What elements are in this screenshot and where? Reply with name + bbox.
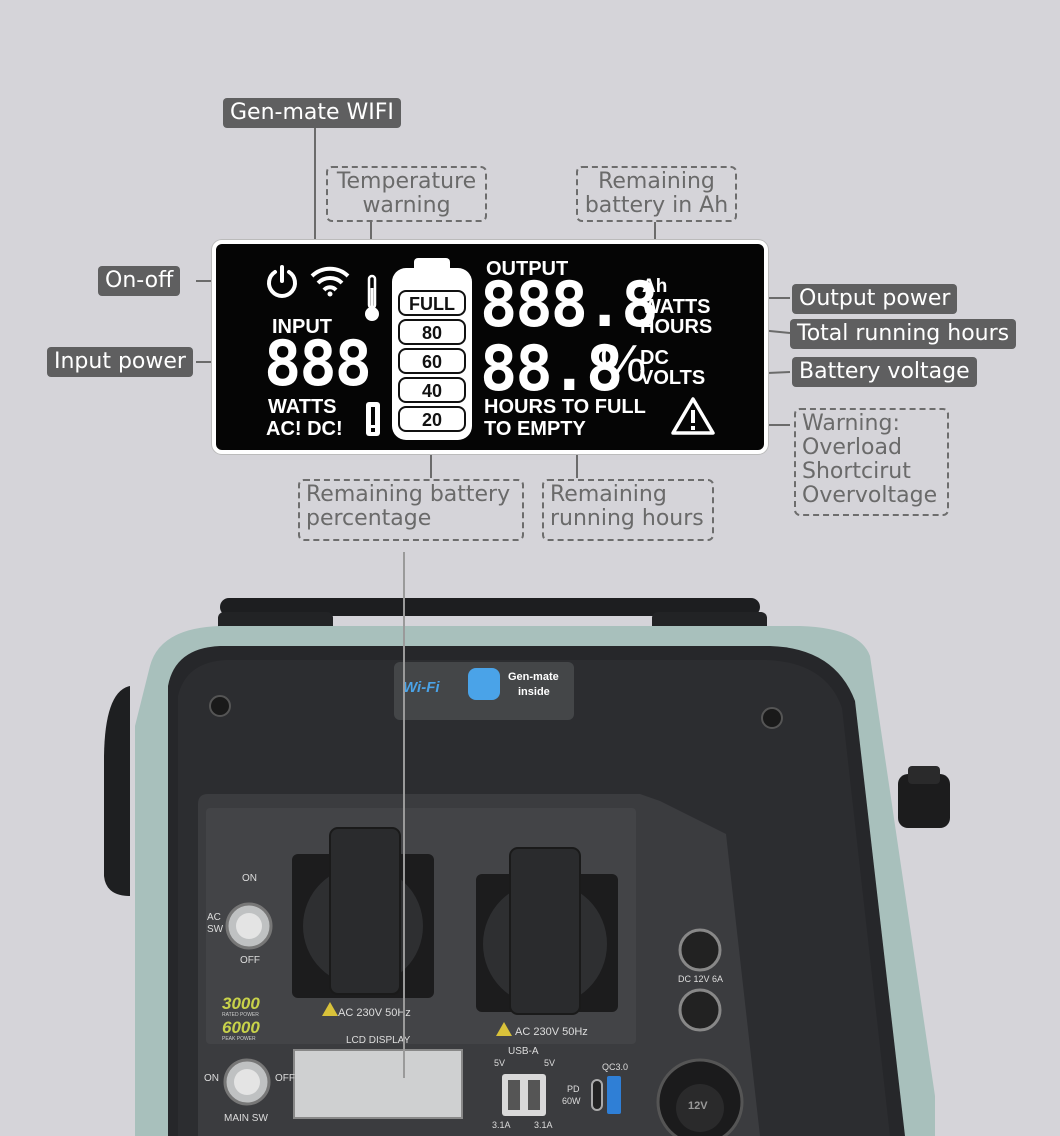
pd-label-2: 60W xyxy=(562,1096,581,1106)
label-warning: Warning: Overload Shortcirut Overvoltage xyxy=(794,408,949,516)
peak-power-label: PEAK POWER xyxy=(222,1036,256,1042)
label-line: Remaining xyxy=(550,482,667,507)
label-remaining-ah: Remaining battery in Ah xyxy=(576,166,737,222)
lcd-dc: DC xyxy=(640,347,669,369)
lcd-watts-left: WATTS xyxy=(268,396,337,418)
ac-outlet-2[interactable] xyxy=(476,874,618,1012)
battery-cell: 60 xyxy=(398,348,466,374)
label-line: Warning: xyxy=(802,411,900,436)
callout-onoff: On-off xyxy=(98,266,181,296)
label-line: Overload xyxy=(802,435,902,460)
peak-power-value: 6000 xyxy=(222,1018,260,1037)
lcd-output-digits: 888.8 xyxy=(480,268,659,341)
main-on-label: ON xyxy=(204,1073,219,1084)
lcd-input-digits: 888 xyxy=(264,327,372,400)
main-switch[interactable] xyxy=(225,1060,269,1104)
rated-power-label: RATED POWER xyxy=(222,1012,259,1018)
label-line: battery in Ah xyxy=(584,193,729,218)
usb-5v-left: 5V xyxy=(494,1058,506,1068)
genmate-badge-line2: inside xyxy=(518,686,550,698)
usba-label: USB-A xyxy=(508,1046,539,1057)
lcd-percent-sign: % xyxy=(600,335,647,393)
label-line: percentage xyxy=(306,506,432,531)
label-line: Temperature xyxy=(336,169,477,194)
lcd-display-label: LCD DISPLAY xyxy=(346,1035,411,1046)
rated-power-value: 3000 xyxy=(222,994,260,1013)
battery-gauge: FULL 80 60 40 20 xyxy=(392,258,472,444)
qc-label: QC3.0 xyxy=(602,1062,629,1072)
dc-port-1[interactable] xyxy=(680,930,720,970)
wifi-badge-text: Wi-Fi xyxy=(403,679,440,696)
label-line: Remaining battery xyxy=(306,482,511,507)
usb-5v-right: 5V xyxy=(544,1058,556,1068)
warning-icon xyxy=(671,397,715,435)
ac-sw-label-2: SW xyxy=(207,924,224,935)
socket-2-label: AC 230V 50Hz xyxy=(515,1026,588,1038)
qc-port[interactable] xyxy=(607,1076,621,1114)
lcd-ac-dc: AC! DC! xyxy=(266,418,343,440)
battery-cell: 40 xyxy=(398,377,466,403)
main-off-label: OFF xyxy=(275,1073,295,1084)
usb-c-port[interactable] xyxy=(592,1080,602,1110)
usb-31-left: 3.1A xyxy=(492,1120,511,1130)
battery-cell: 20 xyxy=(398,406,466,432)
label-line: running hours xyxy=(550,506,704,531)
usb-31-right: 3.1A xyxy=(534,1120,553,1130)
lcd-hours: HOURS xyxy=(640,316,713,338)
callout-wifi: Gen-mate WIFI xyxy=(223,98,401,128)
battery-level-40: 40 xyxy=(421,381,443,401)
lcd-percent-digits: 88.8 xyxy=(480,332,623,405)
ac-outlet-1[interactable] xyxy=(292,854,434,998)
lcd-ah: Ah xyxy=(642,276,668,297)
car-socket[interactable] xyxy=(658,1060,742,1136)
ac-sw-label-1: AC xyxy=(207,912,221,923)
lcd-panel: INPUT 888 WATTS AC! DC! FULL 80 60 40 20… xyxy=(212,240,768,454)
label-line: Shortcirut xyxy=(802,459,911,484)
label-remaining-percentage: Remaining battery percentage xyxy=(298,479,524,541)
label-line: Remaining xyxy=(598,169,715,194)
alert-icon xyxy=(366,402,380,436)
battery-cell: 80 xyxy=(398,319,466,345)
battery-cell: FULL xyxy=(398,290,466,316)
battery-level-60: 60 xyxy=(421,352,443,372)
wifi-icon xyxy=(310,266,350,297)
lcd-hours-to-full: HOURS TO FULL xyxy=(484,396,646,418)
power-station-device xyxy=(104,598,950,1136)
lcd-volts: VOLTS xyxy=(640,367,706,389)
callout-output-power: Output power xyxy=(792,284,958,314)
battery-level-20: 20 xyxy=(421,410,443,430)
callout-input-power: Input power xyxy=(47,347,193,377)
callout-battery-voltage: Battery voltage xyxy=(792,357,977,387)
lcd-output-label: OUTPUT xyxy=(486,258,569,280)
lcd-watts-right: WATTS xyxy=(642,296,711,318)
ac-switch[interactable] xyxy=(227,904,271,948)
genmate-badge-line1: Gen-mate xyxy=(508,671,559,683)
label-line: Overvoltage xyxy=(802,483,938,508)
dc-port-2[interactable] xyxy=(680,990,720,1030)
ac-on-label: ON xyxy=(242,873,257,884)
callout-total-hours: Total running hours xyxy=(790,319,1017,349)
lcd-to-empty: TO EMPTY xyxy=(484,418,586,440)
lcd-input-label: INPUT xyxy=(272,316,332,338)
usb-a-ports[interactable] xyxy=(502,1074,546,1116)
label-remaining-running-hours: Remaining running hours xyxy=(542,479,714,541)
label-temperature-warning: Temperature warning xyxy=(326,166,487,222)
dc-label: DC 12V 6A xyxy=(678,974,724,984)
main-sw-label: MAIN SW xyxy=(224,1113,268,1124)
ac-off-label: OFF xyxy=(240,955,260,966)
pd-label-1: PD xyxy=(567,1084,580,1094)
label-line: warning xyxy=(362,193,451,218)
battery-level-80: 80 xyxy=(421,323,443,343)
thermometer-icon xyxy=(365,274,379,321)
battery-level-full: FULL xyxy=(409,294,455,314)
power-icon xyxy=(267,265,297,298)
socket-1-label: AC 230V 50Hz xyxy=(338,1007,411,1019)
car-socket-label: 12V xyxy=(688,1100,708,1112)
